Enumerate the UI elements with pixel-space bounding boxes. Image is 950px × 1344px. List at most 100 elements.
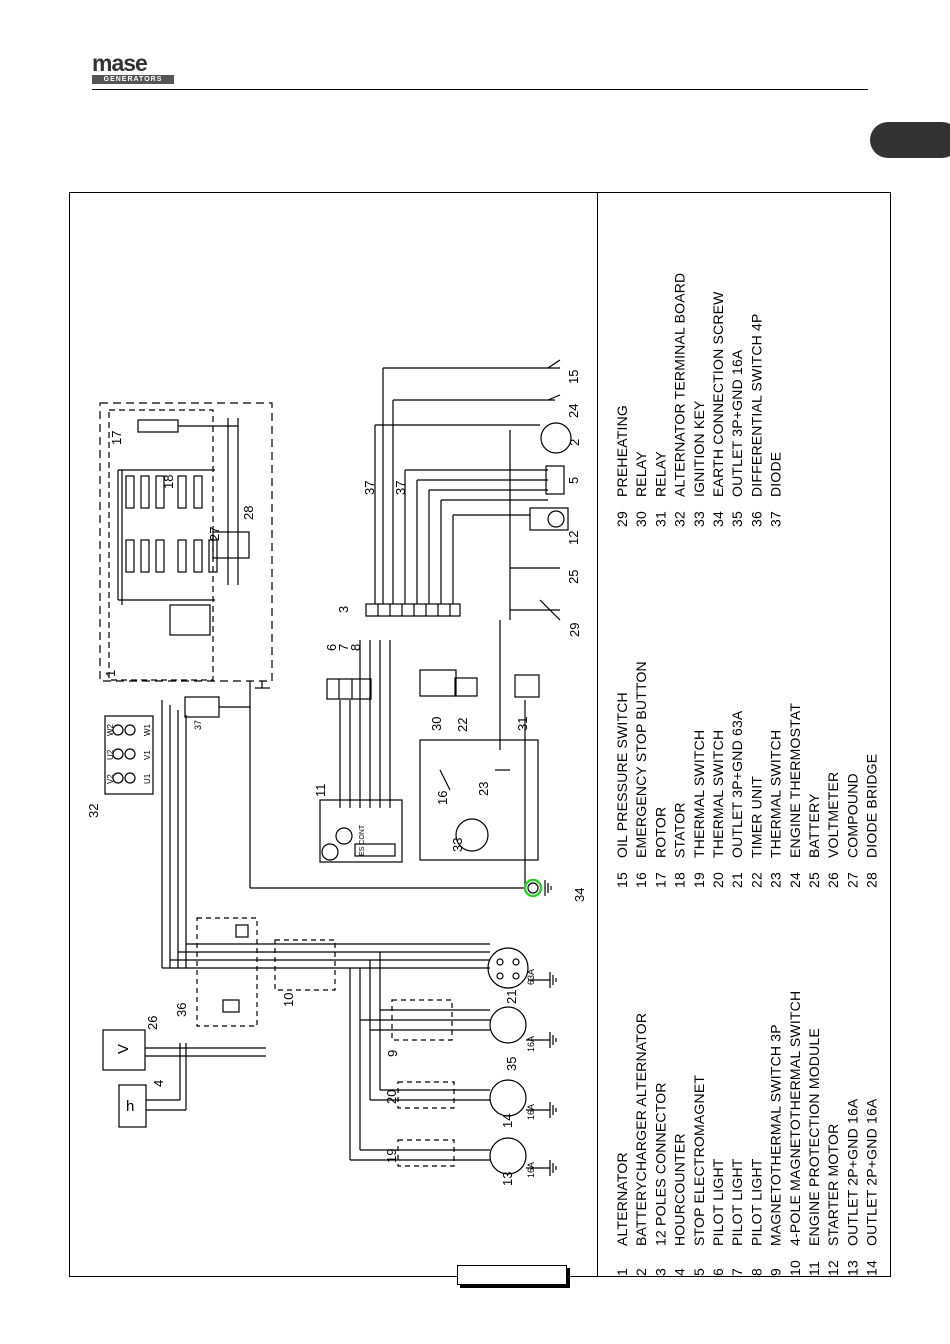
legend-label: DIODE BRIDGE xyxy=(864,754,880,858)
label-24: 24 xyxy=(566,404,581,418)
label-32: 32 xyxy=(86,804,101,818)
legend-number: 36 xyxy=(748,511,764,527)
legend-label: RELAY xyxy=(633,451,649,497)
mase-logo: mase GENERATORS xyxy=(92,50,178,86)
differential-switch xyxy=(196,917,258,1027)
legend-label: ENGINE PROTECTION MODULE xyxy=(806,1028,822,1246)
label-37b: 37 xyxy=(393,481,408,495)
legend-label: ROTOR xyxy=(652,807,668,858)
legend-label: EMERGENCY STOP BUTTON xyxy=(633,661,649,858)
label-17: 17 xyxy=(109,431,124,445)
legend-label: RELAY xyxy=(652,451,668,497)
legend-label: MAGNETOTHERMAL SWITCH 3P xyxy=(768,1024,784,1246)
legend-label: STARTER MOTOR xyxy=(825,1124,841,1246)
label-25: 25 xyxy=(566,570,581,584)
label-2: 2 xyxy=(567,439,582,446)
legend-number: 26 xyxy=(825,872,841,888)
logo-wordmark: mase xyxy=(92,50,148,76)
legend-label: EARTH CONNECTION SCREW xyxy=(710,291,726,497)
legend-number: 23 xyxy=(768,872,784,888)
legend-number: 30 xyxy=(633,511,649,527)
ignition-key xyxy=(455,818,489,852)
label-3: 3 xyxy=(336,606,351,613)
label-35: 35 xyxy=(504,1057,519,1071)
legend-label: ALTERNATOR xyxy=(614,1152,630,1246)
legend-label: HOURCOUNTER xyxy=(672,1133,688,1246)
legend-number: 37 xyxy=(768,511,784,527)
label-63a: 63A xyxy=(526,969,536,985)
module-brand: ES CONT xyxy=(359,824,366,856)
legend-number: 4 xyxy=(672,1268,688,1276)
legend-label: DIODE xyxy=(768,452,784,497)
legend-label: THERMAL SWITCH xyxy=(710,730,726,858)
terminal-w1: W1 xyxy=(143,723,152,736)
legend-number: 28 xyxy=(864,872,880,888)
legend-number: 6 xyxy=(710,1268,726,1276)
legend-number: 22 xyxy=(748,872,764,888)
diode-bridge xyxy=(212,531,250,559)
legend-number: 2 xyxy=(633,1268,649,1276)
legend-label: STOP ELECTROMAGNET xyxy=(691,1075,707,1246)
page-number-tab xyxy=(457,1265,567,1285)
legend-divider xyxy=(597,192,598,1277)
legend-number: 12 xyxy=(825,1260,841,1276)
legend-label: DIFFERENTIAL SWITCH 4P xyxy=(748,313,764,497)
label-22: 22 xyxy=(455,718,470,732)
label-31: 31 xyxy=(515,717,530,731)
label-29: 29 xyxy=(567,623,582,637)
label-36: 36 xyxy=(174,1003,189,1017)
label-8: 8 xyxy=(348,644,363,651)
legend-label: OIL PRESSURE SWITCH xyxy=(614,692,630,858)
label-10: 10 xyxy=(281,993,296,1007)
logo-subtitle: GENERATORS xyxy=(92,75,174,84)
label-12: 12 xyxy=(566,531,581,545)
label-9: 9 xyxy=(385,1050,400,1057)
legend-label: PREHEATING xyxy=(614,405,630,497)
legend-label: OUTLET 2P+GND 16A xyxy=(864,1098,880,1246)
legend-number: 19 xyxy=(691,872,707,888)
starter-motor xyxy=(540,422,572,454)
outlet-21 xyxy=(487,947,529,989)
label-23: 23 xyxy=(476,782,491,796)
legend-number: 10 xyxy=(787,1260,803,1276)
legend-number: 9 xyxy=(768,1268,784,1276)
label-7: 7 xyxy=(336,644,351,651)
legend-number: 11 xyxy=(806,1261,822,1276)
label-1: 1 xyxy=(103,670,118,677)
legend-number: 17 xyxy=(652,872,668,888)
label-26: 26 xyxy=(145,1016,160,1030)
voltmeter-symbol: V xyxy=(115,1044,132,1054)
legend-number: 32 xyxy=(672,511,688,527)
diagram-labels: 1 2 3 4 5 6 7 8 9 10 11 12 13 14 15 16 1… xyxy=(86,370,587,1186)
legend-label: 12 POLES CONNECTOR xyxy=(652,1082,668,1246)
engine-protection-module xyxy=(319,799,403,863)
legend-number: 24 xyxy=(787,872,803,888)
label-21: 21 xyxy=(504,990,519,1004)
legend-number: 33 xyxy=(691,511,707,527)
terminal-v2: V2 xyxy=(106,774,115,784)
rotor-stator-box xyxy=(108,409,214,681)
hourcounter-symbol: h xyxy=(126,1098,134,1115)
label-37c: 37 xyxy=(193,720,203,730)
label-18: 18 xyxy=(161,475,176,489)
legend-number: 25 xyxy=(806,872,822,888)
legend-label: THERMAL SWITCH xyxy=(691,730,707,858)
label-27: 27 xyxy=(207,527,222,541)
ground-symbols xyxy=(255,681,557,1176)
legend-number: 27 xyxy=(844,872,860,888)
section-tab-badge xyxy=(870,122,950,158)
label-4: 4 xyxy=(151,1080,166,1087)
legend-number: 16 xyxy=(633,872,649,888)
label-16a-2: 16A xyxy=(526,1104,536,1120)
legend-number: 18 xyxy=(672,872,688,888)
legend-label: THERMAL SWITCH xyxy=(768,730,784,858)
legend-label: VOLTMETER xyxy=(825,772,841,858)
legend-number: 3 xyxy=(652,1268,668,1276)
legend-label: STATOR xyxy=(672,802,688,858)
legend-number: 21 xyxy=(729,872,745,888)
legend-label: ENGINE THERMOSTAT xyxy=(787,703,803,858)
stator-windings xyxy=(117,469,218,605)
legend-number: 31 xyxy=(652,511,668,527)
